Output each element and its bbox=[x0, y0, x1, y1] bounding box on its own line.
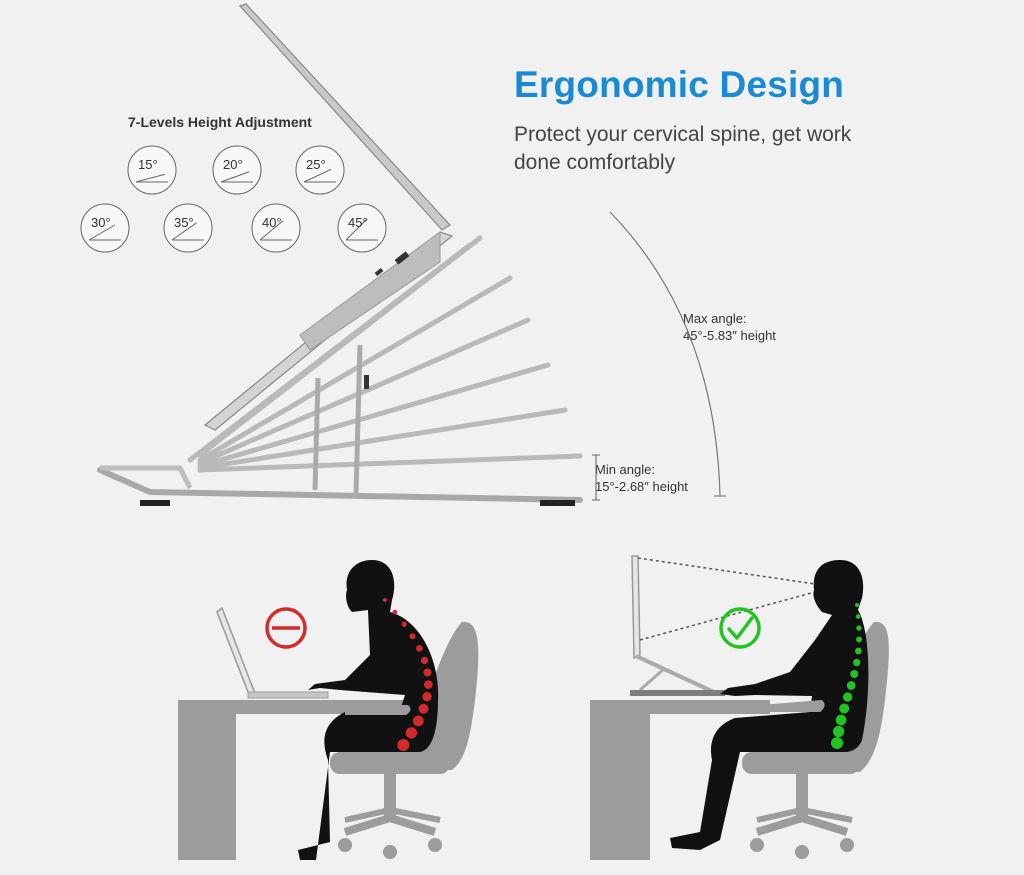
spine-dot bbox=[416, 645, 423, 652]
spine-dot bbox=[420, 656, 429, 665]
max-angle-label: Max angle: 45°-5.83″ height bbox=[683, 311, 776, 343]
angle-level-label: 30° bbox=[91, 215, 111, 230]
checkmark-icon bbox=[719, 607, 761, 649]
spine-dot bbox=[856, 636, 863, 643]
angle-level-label: 15° bbox=[138, 157, 158, 172]
spine-dot bbox=[846, 681, 856, 690]
stand-base bbox=[97, 344, 583, 506]
spine-dot bbox=[831, 737, 843, 749]
bad-posture-scene bbox=[178, 560, 479, 860]
spine-dot bbox=[855, 647, 862, 655]
levels-title: 7-Levels Height Adjustment bbox=[128, 114, 312, 130]
laptop bbox=[203, 3, 454, 431]
spine-dot bbox=[839, 703, 850, 714]
spine-dot bbox=[832, 725, 845, 738]
spine-dot bbox=[835, 714, 847, 726]
laptop-stand bbox=[187, 235, 583, 473]
spine-dot bbox=[855, 603, 859, 607]
spine-dot bbox=[424, 680, 433, 689]
angle-level-30: 30° bbox=[80, 203, 130, 253]
angle-level-label: 45° bbox=[348, 215, 368, 230]
angle-level-40: 40° bbox=[251, 203, 301, 253]
angle-arc bbox=[592, 211, 726, 501]
angle-level-20: 20° bbox=[212, 145, 262, 195]
min-angle-label: Min angle: 15°-2.68″ height bbox=[595, 462, 688, 494]
spine-dot bbox=[853, 658, 861, 667]
angle-level-label: 40° bbox=[262, 215, 282, 230]
spine-dot bbox=[405, 727, 418, 739]
spine-dot bbox=[412, 715, 424, 727]
spine-dot bbox=[397, 739, 410, 751]
spine-dot bbox=[392, 609, 398, 615]
spine-dot bbox=[401, 621, 407, 627]
spine-dot bbox=[409, 633, 416, 640]
prohibited-icon bbox=[265, 607, 307, 649]
angle-circles: 15° 20° 25° 30° 35° 40° 45° bbox=[80, 145, 387, 253]
page-subtitle: Protect your cervical spine, get work do… bbox=[514, 123, 852, 174]
angle-level-35: 35° bbox=[163, 203, 213, 253]
spine-dot bbox=[856, 625, 862, 631]
spine-dot bbox=[383, 598, 387, 602]
page-title: Ergonomic Design bbox=[514, 64, 845, 105]
spine-dot bbox=[422, 692, 432, 702]
angle-level-15: 15° bbox=[127, 145, 177, 195]
angle-level-25: 25° bbox=[295, 145, 345, 195]
spine-dot bbox=[423, 668, 432, 677]
angle-level-45: 45° bbox=[337, 203, 387, 253]
angle-level-label: 35° bbox=[174, 215, 194, 230]
angle-level-label: 20° bbox=[223, 157, 243, 172]
good-posture-scene bbox=[590, 555, 889, 860]
spine-dot bbox=[418, 703, 429, 714]
spine-dot bbox=[855, 614, 861, 619]
spine-dot bbox=[843, 692, 853, 702]
bad-spine-dots bbox=[383, 598, 433, 751]
spine-dot bbox=[850, 670, 859, 678]
angle-level-label: 25° bbox=[306, 157, 326, 172]
good-spine-dots bbox=[831, 603, 863, 749]
